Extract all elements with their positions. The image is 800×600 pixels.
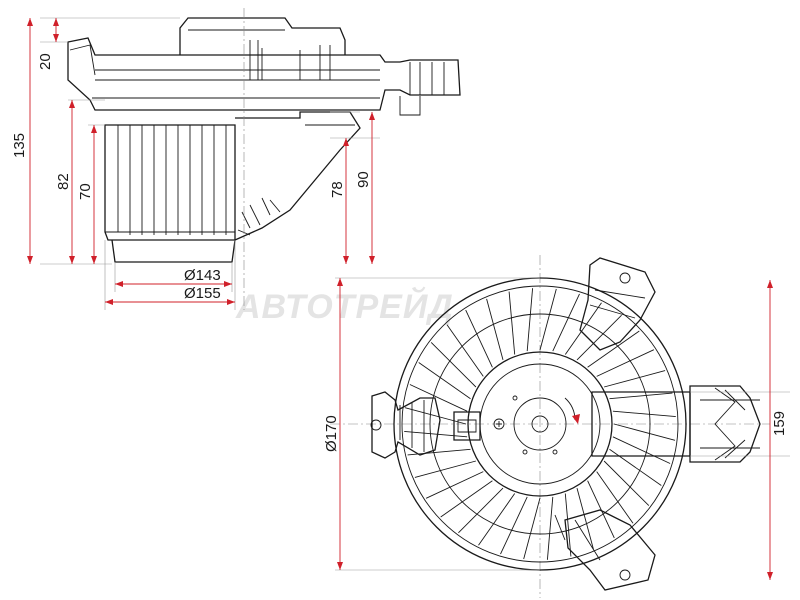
dim-90: 90: [355, 171, 372, 188]
fan-blade: [596, 471, 634, 524]
dim-d170: Ø170: [323, 415, 340, 452]
fan-blade: [587, 330, 640, 368]
fan-blade: [418, 362, 471, 400]
dim-d143: Ø143: [184, 267, 221, 284]
front-view-dimensions: Ø170 159: [323, 277, 790, 580]
watermark: АВТОТРЕЙД: [235, 287, 454, 326]
fan-blade: [458, 487, 504, 534]
fan-blade: [609, 448, 662, 486]
dim-20: 20: [37, 53, 54, 70]
fan-blade: [564, 493, 572, 557]
fan-blade: [539, 288, 557, 351]
fan-blade: [587, 480, 615, 539]
fan-blade: [552, 293, 580, 352]
fan-blade: [576, 314, 622, 361]
fan-blade: [546, 496, 554, 560]
fan-blade: [564, 302, 602, 355]
fan-blade: [603, 460, 650, 506]
dim-82: 82: [55, 173, 72, 190]
fan-blade: [523, 497, 541, 560]
fan-blade: [612, 410, 676, 418]
fan-blade: [526, 288, 534, 352]
fan-blade: [613, 423, 676, 441]
fan-blade: [440, 480, 493, 518]
fan-blade: [576, 487, 594, 550]
dim-70: 70: [77, 183, 94, 200]
fan-blade: [612, 436, 671, 464]
fan-blade: [414, 460, 477, 478]
fan-blade: [478, 493, 516, 546]
fan-blade: [425, 471, 484, 499]
fan-blade: [409, 384, 468, 412]
fan-blades: [404, 288, 676, 560]
fan-blade: [404, 430, 468, 438]
fan-blade: [404, 407, 467, 425]
dim-135: 135: [11, 133, 28, 158]
fan-blade: [407, 448, 471, 456]
fan-blade: [486, 298, 504, 361]
fan-blade: [500, 496, 528, 555]
fan-blade: [609, 392, 673, 400]
dim-159: 159: [771, 411, 788, 436]
side-view-dimensions: 20 135 82 70 78 90 Ø143: [11, 17, 380, 310]
dim-d155: Ø155: [184, 285, 221, 302]
fan-blade: [596, 349, 655, 377]
fan-blade: [603, 370, 666, 388]
dim-78: 78: [329, 181, 346, 198]
fan-blade: [508, 291, 516, 355]
fan-blade: [465, 309, 493, 368]
front-view: [330, 255, 770, 598]
side-view: [67, 8, 461, 310]
fan-blade: [446, 324, 484, 377]
fan-blade: [430, 342, 477, 388]
